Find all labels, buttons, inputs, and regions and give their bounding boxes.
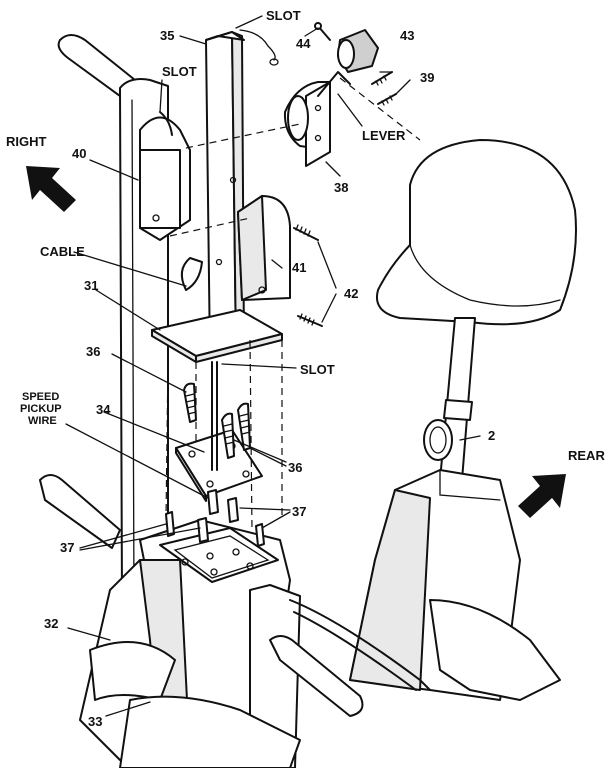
right-arrow-icon	[26, 166, 76, 212]
bracket-41	[180, 195, 291, 301]
rear-upright-frame	[57, 34, 169, 601]
label-41: 41	[292, 260, 306, 275]
label-42: 42	[344, 286, 358, 301]
leader-lines	[65, 15, 481, 717]
label-2: 2	[488, 428, 495, 443]
label-cable: CABLE	[40, 244, 85, 259]
label-43: 43	[400, 28, 414, 43]
label-rear: REAR	[568, 448, 605, 463]
part-labels: 35 SLOT 44 43 SLOT 39 RIGHT 40 LEVER 38 …	[6, 8, 605, 729]
label-pickup: PICKUP	[20, 403, 62, 415]
label-37-left: 37	[60, 540, 74, 555]
label-32: 32	[44, 616, 58, 631]
plate-34	[175, 361, 263, 502]
plate-31	[151, 309, 283, 363]
label-38: 38	[334, 180, 348, 195]
label-40: 40	[72, 146, 86, 161]
label-right: RIGHT	[6, 134, 47, 149]
screw-44	[314, 22, 331, 41]
screws-42	[293, 224, 323, 327]
label-slot-left: SLOT	[162, 64, 197, 79]
label-slot-bottom: SLOT	[300, 362, 335, 377]
alignment-lines	[165, 77, 421, 531]
seat-assembly	[376, 139, 577, 481]
main-frame	[39, 469, 561, 768]
label-wire: WIRE	[28, 415, 57, 427]
label-35: 35	[160, 28, 174, 43]
label-slot-top: SLOT	[266, 8, 301, 23]
knob-43	[337, 29, 379, 73]
rear-arrow-icon	[518, 474, 566, 518]
label-37-right: 37	[292, 504, 306, 519]
screws-36	[183, 382, 251, 459]
label-lever: LEVER	[362, 128, 406, 143]
label-36-upper: 36	[86, 344, 100, 359]
tube-35	[205, 29, 279, 359]
label-31: 31	[84, 278, 98, 293]
label-33: 33	[88, 714, 102, 729]
screws-37	[165, 489, 265, 547]
screws-39	[371, 71, 397, 106]
bracket-40	[139, 111, 191, 241]
label-36-lower: 36	[288, 460, 302, 475]
lever-bracket-38	[283, 71, 351, 167]
label-speed: SPEED	[22, 391, 59, 403]
label-34: 34	[96, 402, 111, 417]
label-44: 44	[296, 36, 311, 51]
label-39: 39	[420, 70, 434, 85]
